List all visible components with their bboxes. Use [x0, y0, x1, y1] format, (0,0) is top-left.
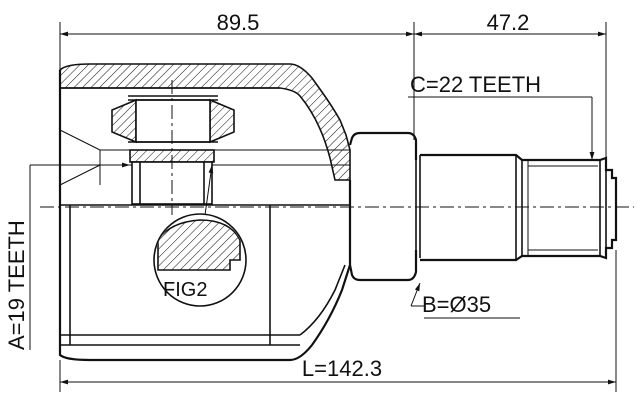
b-diameter-callout: B=Ø35: [410, 282, 520, 319]
shaft: [420, 153, 618, 262]
c-teeth-label: C=22 TEETH: [410, 72, 541, 97]
fig2-label: FIG2: [163, 279, 207, 301]
top-dimension-group: 89.5 47.2: [59, 10, 607, 160]
b-diameter-label: B=Ø35: [422, 292, 491, 317]
length-label: L=142.3: [302, 356, 382, 381]
dimension-47-2: 47.2: [487, 10, 530, 35]
housing: [58, 63, 352, 362]
dimension-89-5: 89.5: [217, 10, 260, 35]
c-teeth-callout: C=22 TEETH: [408, 72, 595, 160]
roller-assembly: [111, 80, 235, 215]
a-teeth-callout: A=19 TEETH: [4, 162, 130, 350]
a-teeth-label: A=19 TEETH: [4, 220, 29, 350]
length-dimension-group: L=142.3: [59, 250, 617, 392]
fig2-detail: FIG2: [153, 164, 247, 307]
